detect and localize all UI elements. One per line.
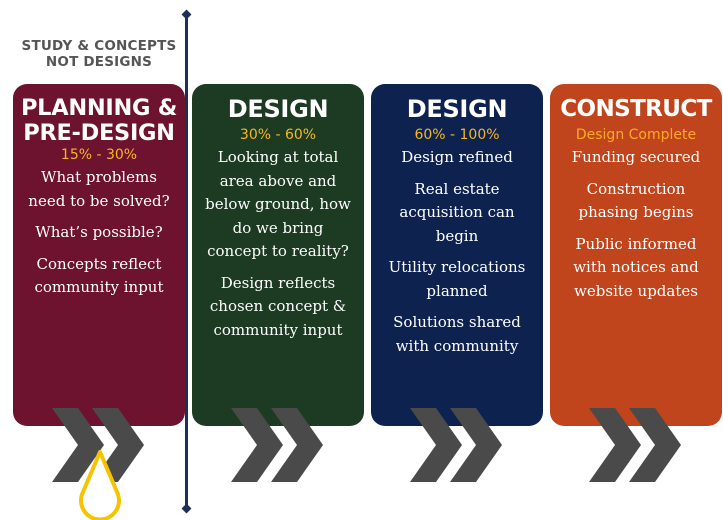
- stage-card-design-early: DESIGN 30% - 60% Looking at total area a…: [192, 84, 364, 426]
- stage-item: Funding secured: [571, 148, 701, 166]
- stage-item: What problems need to be solved?: [28, 168, 170, 210]
- stage-item: Design refined: [401, 148, 513, 166]
- stage-title: PLANNING & PRE-DESIGN: [13, 96, 185, 146]
- stage-item: Construction phasing begins: [578, 179, 694, 222]
- stage-range: Design Complete: [575, 127, 697, 143]
- stage-item: Utility relocations planned: [388, 258, 526, 300]
- double-chevron-right-icon: [589, 408, 681, 482]
- stage-card-planning: PLANNING & PRE-DESIGN 15% - 30% What pro…: [13, 84, 185, 426]
- divider-top-end: [181, 9, 192, 20]
- stage-item: What’s possible?: [35, 223, 163, 241]
- location-marker-icon: [79, 450, 121, 520]
- stage-range: 30% - 60%: [239, 127, 317, 143]
- note-line-1: STUDY & CONCEPTS: [21, 38, 177, 54]
- double-chevron-right-icon: [231, 408, 323, 482]
- stage-item: Design reflects chosen concept & communi…: [209, 273, 347, 339]
- note-line-2: NOT DESIGNS: [45, 54, 153, 70]
- stage-card-design-late: DESIGN 60% - 100% Design refined Real es…: [371, 84, 543, 426]
- stage-range: 60% - 100%: [414, 127, 500, 143]
- double-chevron-right-icon: [410, 408, 502, 482]
- double-chevron-right-icon: [52, 408, 144, 482]
- current-phase-divider: [185, 14, 188, 508]
- stage-item: Looking at total area above and below gr…: [205, 148, 351, 260]
- stage-title-line-2: PRE-DESIGN: [23, 120, 175, 146]
- stage-title: DESIGN: [227, 95, 329, 123]
- stage-title: DESIGN: [406, 95, 508, 123]
- stage-range: 15% - 30%: [60, 147, 138, 163]
- stage-title-line-1: PLANNING &: [20, 95, 178, 121]
- stage-item: Real estate acquisition can begin: [399, 179, 515, 245]
- stage-item: Solutions shared with community: [393, 313, 521, 355]
- stage-item: Public informed with notices and website…: [573, 234, 699, 300]
- stage-item: Concepts reflect community input: [34, 254, 164, 297]
- stage-items: Looking at total area above and below gr…: [192, 146, 364, 342]
- study-concepts-note: STUDY & CONCEPTS NOT DESIGNS: [14, 38, 184, 70]
- stage-card-construct: CONSTRUCT Design Complete Funding secure…: [550, 84, 722, 426]
- stage-title: CONSTRUCT: [560, 96, 712, 122]
- stage-items: Funding secured Construction phasing beg…: [550, 146, 722, 303]
- stage-items: What problems need to be solved? What’s …: [13, 166, 185, 300]
- divider-bottom-end: [181, 503, 192, 514]
- stage-items: Design refined Real estate acquisition c…: [371, 146, 543, 358]
